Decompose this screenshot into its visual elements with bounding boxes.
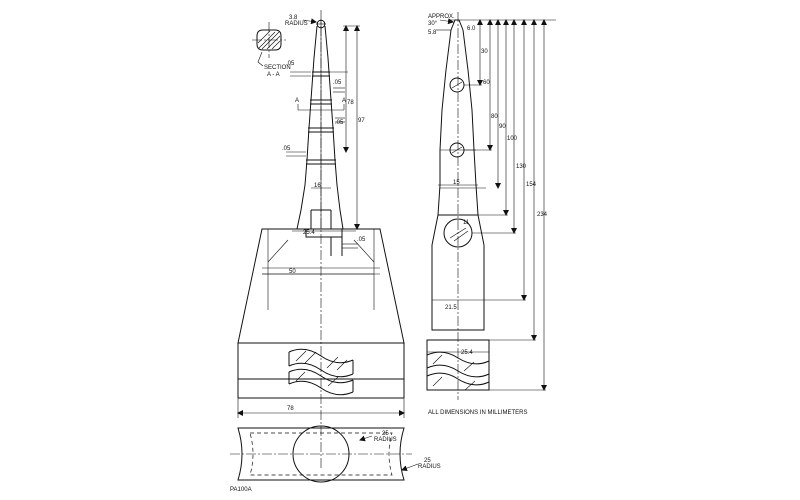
dim-78-base: 78: [287, 406, 294, 412]
radius-top-value: 3.8: [289, 15, 298, 21]
side-view: APPROX. 30° 5.8 6.0 15 11 21.5: [426, 12, 556, 400]
dim-6-0: 6.0: [467, 26, 476, 32]
bottom-view: 25 RADIUS 25 RADIUS: [230, 425, 441, 483]
dim-130: 130: [516, 164, 527, 170]
dim-25-4-side: 25.4: [461, 350, 473, 356]
dim-16: 16: [314, 183, 321, 189]
dim-15: 15: [453, 180, 460, 186]
dim-step-2: .05: [333, 80, 342, 86]
section-a-a-detail: SECTION A - A: [252, 22, 291, 78]
dim-11: 11: [463, 220, 470, 226]
radius-inner-word: RADIUS: [374, 437, 397, 443]
dim-step-4: .05: [282, 146, 291, 152]
dim-step-5: .05: [357, 237, 366, 243]
dim-100: 100: [507, 136, 518, 142]
radius-outer-word: RADIUS: [418, 464, 441, 470]
units-note: ALL DIMENSIONS IN MILLIMETERS: [428, 410, 527, 416]
dim-97: 97: [358, 118, 365, 124]
approx-angle: 30°: [428, 21, 438, 27]
section-id: A - A: [267, 72, 280, 78]
radius-top-word: RADIUS: [285, 21, 308, 27]
dim-234: 234: [537, 212, 548, 218]
section-mark-right: A: [342, 98, 346, 104]
dim-90: 90: [499, 124, 506, 130]
dim-154: 154: [526, 182, 537, 188]
dim-5-8: 5.8: [428, 30, 437, 36]
dim-30: 30: [481, 49, 488, 55]
radius-outer-value: 25: [424, 458, 431, 464]
dim-step-1: .05: [286, 61, 295, 67]
dim-78: 78: [347, 100, 354, 106]
section-mark-left: A: [295, 98, 299, 104]
radius-inner-value: 25: [382, 431, 389, 437]
dim-60: 60: [483, 80, 490, 86]
dim-25-4: 25.4: [303, 230, 315, 236]
dim-21-5: 21.5: [445, 305, 457, 311]
dim-80: 80: [491, 114, 498, 120]
front-view: 3.8 RADIUS .05 .05 .05 .05: [237, 10, 405, 470]
approx-label: APPROX.: [428, 14, 455, 20]
dim-50: 50: [289, 269, 296, 275]
section-label: SECTION: [264, 65, 291, 71]
dim-step-3: .05: [335, 120, 344, 126]
figure-id: PA100A: [230, 487, 252, 493]
